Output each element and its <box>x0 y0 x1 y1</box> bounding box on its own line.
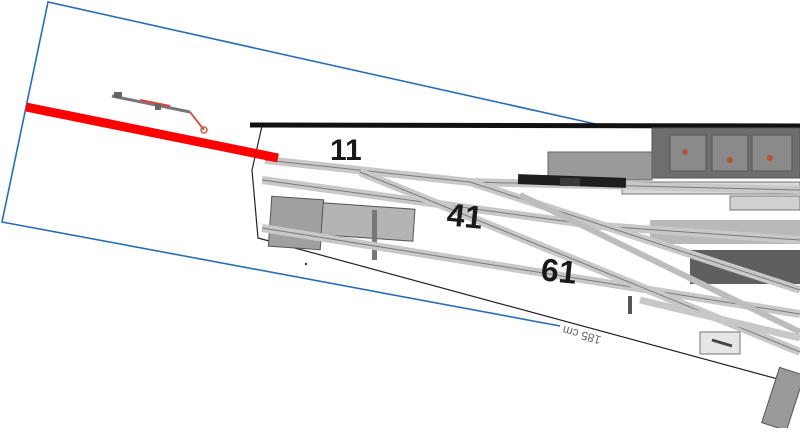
mini-plan-inset <box>111 92 208 134</box>
station-building-block <box>669 134 707 172</box>
projection-outline <box>1 1 601 327</box>
siding-area-dark <box>690 250 800 284</box>
layout-boundary <box>251 125 800 386</box>
back-wall <box>249 122 800 129</box>
freight-car <box>560 178 580 186</box>
goods-shed-annex <box>320 202 416 242</box>
tracks <box>261 156 800 356</box>
control-lever <box>711 338 733 348</box>
track-label-61: 61 <box>539 251 579 291</box>
dot-marker <box>304 262 308 266</box>
goods-shed <box>267 195 325 251</box>
station-building-block <box>711 134 749 172</box>
crossover-3 <box>518 192 800 335</box>
bridge-post <box>628 296 632 314</box>
track-61-edge <box>261 227 800 315</box>
track-label-11: 11 <box>330 134 362 167</box>
station-building-block <box>751 134 793 172</box>
platform-lower <box>729 195 800 211</box>
building-detail <box>767 155 773 161</box>
lower-siding <box>639 296 800 342</box>
building-detail <box>682 149 688 155</box>
staircase <box>761 366 800 432</box>
building-detail <box>727 157 733 163</box>
track-label-41: 41 <box>445 196 485 236</box>
signal-post <box>372 210 377 260</box>
highlight-segment <box>25 102 279 163</box>
